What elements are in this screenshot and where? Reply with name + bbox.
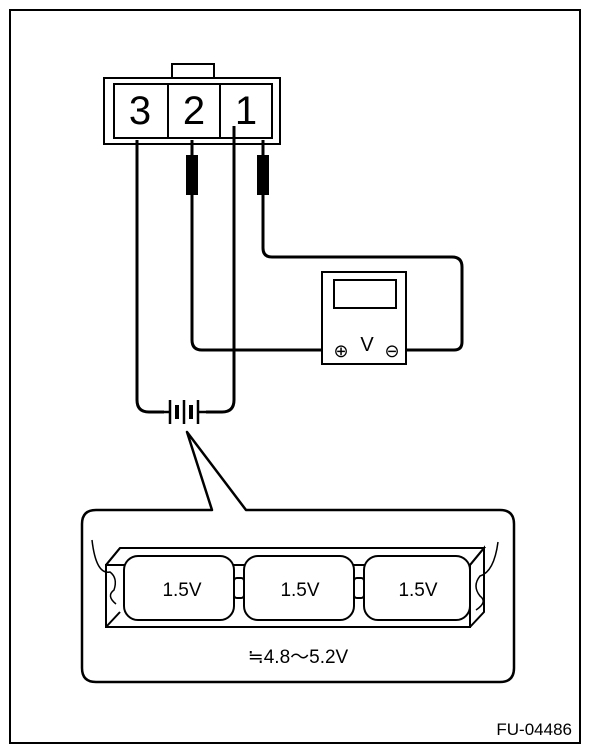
cell-1-terminal — [233, 577, 245, 599]
voltmeter: ⊕ V ⊖ — [321, 271, 407, 365]
figure-code: FU-04486 — [496, 720, 572, 739]
pin-2-label: 2 — [183, 89, 205, 133]
cell-3 — [363, 555, 471, 621]
figure-frame — [9, 9, 581, 744]
wires — [135, 126, 464, 414]
wire-pin2-meter-positive — [190, 140, 334, 352]
voltmeter-display — [333, 279, 397, 309]
pin-3-label: 3 — [129, 89, 151, 133]
connector: 3 2 1 — [103, 63, 281, 145]
voltmeter-terminal-positive: ⊕ — [333, 341, 348, 361]
cells — [123, 555, 471, 621]
probe-pin2 — [186, 155, 198, 195]
pin-1-label: 1 — [235, 89, 257, 133]
voltmeter-unit-label: V — [360, 334, 374, 356]
holder-lead-wires — [91, 539, 499, 611]
wire-pin3-battery — [135, 140, 164, 414]
connector-latch — [171, 63, 215, 80]
cell-1-label: 1.5V — [162, 580, 201, 601]
wire-pin1-meter-negative — [261, 140, 464, 352]
probe-pin1 — [257, 155, 269, 195]
wire-jumper-battery — [206, 126, 236, 414]
cell-3-label: 1.5V — [398, 580, 437, 601]
cell-2-terminal — [353, 577, 365, 599]
connector-face — [113, 83, 273, 139]
total-voltage-label: ≒4.8〜5.2V — [248, 647, 349, 668]
battery-symbol — [164, 400, 206, 424]
cell-2-label: 1.5V — [280, 580, 319, 601]
voltmeter-terminal-negative: ⊖ — [384, 341, 399, 361]
